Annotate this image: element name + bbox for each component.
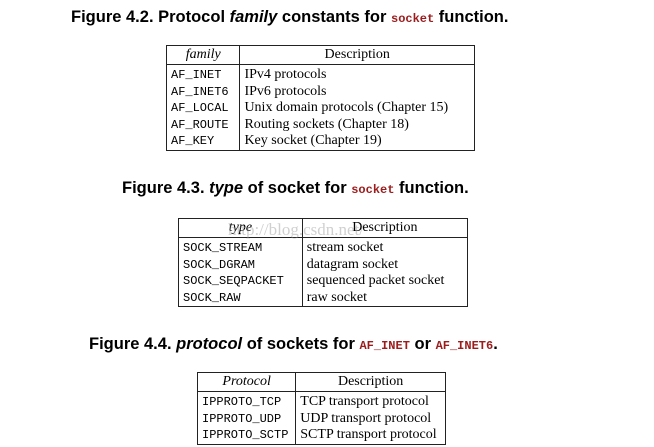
cell-name: IPPROTO_SCTP	[197, 427, 297, 444]
title-text: Figure 4.2. Protocol	[71, 8, 230, 26]
cell-description: IPv4 protocols	[244, 67, 327, 82]
title-italic: protocol	[176, 335, 243, 353]
cell-description: stream socket	[306, 240, 384, 255]
figure-4-2-title: Figure 4.2. Protocol family constants fo…	[71, 7, 654, 29]
title-text: function.	[434, 8, 509, 26]
cell-description: Routing sockets (Chapter 18)	[244, 116, 409, 132]
cell-name: AF_ROUTE	[166, 116, 241, 133]
title-text: constants for	[277, 8, 391, 26]
title-text: Figure 4.4.	[89, 335, 177, 353]
table-header-row: Protocol Description	[197, 372, 446, 392]
title-text: Figure 4.3.	[122, 179, 210, 197]
column-header-family: family	[166, 45, 241, 65]
title-text: .	[493, 335, 498, 353]
cell-description: SCTP transport protocol	[300, 427, 437, 442]
column-header-description: Description	[302, 218, 468, 238]
cell-description: UDP transport protocol	[300, 410, 432, 426]
title-code: socket	[391, 12, 435, 26]
cell-name: SOCK_SEQPACKET	[178, 273, 303, 290]
cell-description: sequenced packet socket	[306, 273, 445, 288]
title-code: AF_INET6	[435, 339, 494, 353]
cell-description: Unix domain protocols (Chapter 15)	[244, 100, 449, 115]
table-header-row: type Description	[178, 218, 468, 238]
cell-description: datagram socket	[306, 256, 399, 272]
cell-description: IPv6 protocols	[244, 83, 327, 99]
cell-name: AF_INET6	[166, 83, 241, 100]
cell-name: AF_LOCAL	[166, 100, 241, 117]
cell-name: IPPROTO_TCP	[197, 391, 297, 411]
cell-name: SOCK_RAW	[178, 289, 303, 307]
title-text: function.	[394, 179, 469, 197]
cell-description: Key socket (Chapter 19)	[244, 133, 382, 148]
title-text: of socket for	[243, 179, 352, 197]
column-header-type: type	[178, 218, 303, 238]
figure-4-4-title: Figure 4.4. protocol of sockets for AF_I…	[89, 334, 654, 356]
cell-name: AF_KEY	[166, 133, 241, 150]
column-header-description: Description	[295, 372, 446, 392]
cell-name: AF_INET	[166, 64, 241, 84]
title-text: of sockets for	[242, 335, 360, 353]
table-header-row: family Description	[166, 45, 475, 65]
column-header-protocol: Protocol	[197, 372, 297, 392]
cell-name: IPPROTO_UDP	[197, 410, 297, 427]
title-text: or	[409, 335, 436, 353]
cell-description: raw socket	[306, 289, 368, 305]
cell-description: TCP transport protocol	[300, 394, 429, 409]
column-header-description: Description	[239, 45, 475, 65]
cell-name: SOCK_STREAM	[178, 237, 303, 257]
title-code: socket	[351, 183, 395, 197]
cell-name: SOCK_DGRAM	[178, 256, 303, 273]
figure-4-3-title: Figure 4.3. type of socket for socket fu…	[122, 178, 654, 200]
title-italic: family	[229, 8, 278, 26]
title-code: AF_INET	[359, 339, 410, 353]
title-italic: type	[209, 179, 244, 197]
